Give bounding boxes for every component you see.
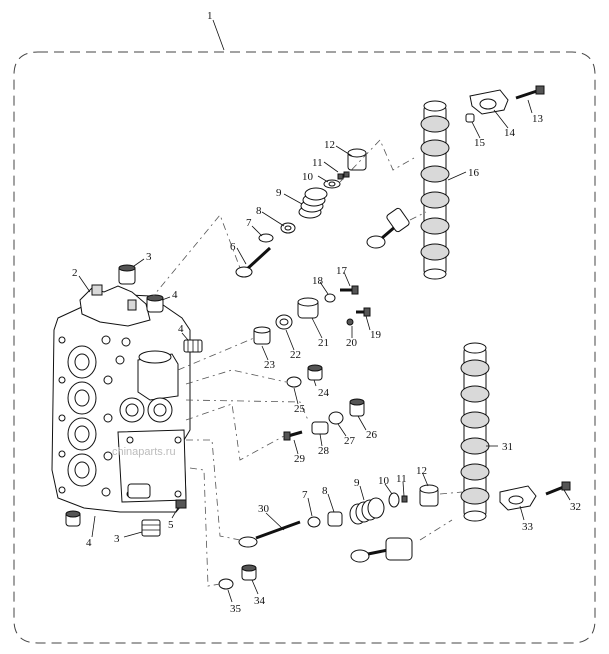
callout-16: 16 xyxy=(468,167,480,179)
washer-18 xyxy=(324,293,336,303)
callout-11: 11 xyxy=(396,473,407,485)
callout-3: 3 xyxy=(146,251,152,263)
bearing-cap-33 xyxy=(499,485,537,511)
bolt-32 xyxy=(545,481,571,496)
callout-29: 29 xyxy=(294,453,306,465)
spring-9-upper xyxy=(298,187,328,219)
callout-5: 5 xyxy=(168,519,174,531)
tappet-12-upper xyxy=(347,148,367,171)
callout-28: 28 xyxy=(318,445,330,457)
plug-3-lower xyxy=(141,519,161,537)
callout-24: 24 xyxy=(318,387,330,399)
bearing-cap-14 xyxy=(469,89,509,115)
callout-3: 3 xyxy=(114,533,120,545)
collet-11-upper xyxy=(337,171,350,180)
oring-22 xyxy=(275,314,293,330)
plug-cap-4-upper xyxy=(146,294,164,313)
callout-21: 21 xyxy=(318,337,329,349)
callout-14: 14 xyxy=(504,127,516,139)
callout-26: 26 xyxy=(366,429,378,441)
retainer-10-lower xyxy=(388,492,400,508)
callout-labels: 2 3 4 4 4 3 5 6 7 8 9 10 11 12 13 14 15 … xyxy=(72,113,581,615)
combustion-ports xyxy=(67,345,97,487)
callout-6: 6 xyxy=(230,241,236,253)
callout-18: 18 xyxy=(312,275,324,287)
callout-4: 4 xyxy=(172,289,178,301)
callout-11: 11 xyxy=(312,157,323,169)
callout-35: 35 xyxy=(230,603,242,615)
washer-20 xyxy=(346,318,354,326)
plug-26 xyxy=(349,398,365,417)
valve-assembly-lower xyxy=(350,537,413,563)
valve-30-lower xyxy=(238,520,301,548)
leader-lines xyxy=(78,99,571,603)
callout-34: 34 xyxy=(254,595,266,607)
assembly-boundary xyxy=(13,51,596,644)
callout-10: 10 xyxy=(302,171,314,183)
callout-30: 30 xyxy=(258,503,270,515)
spring-9-lower xyxy=(349,497,385,525)
callout-20: 20 xyxy=(346,337,358,349)
callout-19: 19 xyxy=(370,329,382,341)
plug-24 xyxy=(307,364,323,381)
bolt-29 xyxy=(283,430,303,441)
fitting-23 xyxy=(253,326,271,345)
sleeve-28 xyxy=(311,421,329,435)
callout-23: 23 xyxy=(264,359,276,371)
camshaft-16 xyxy=(420,100,450,280)
callout-22: 22 xyxy=(290,349,301,361)
bolt-19 xyxy=(356,307,371,317)
washer-35 xyxy=(218,578,234,590)
callout-12: 12 xyxy=(416,465,427,477)
callout-assembly: 1 xyxy=(207,10,213,22)
callout-4: 4 xyxy=(86,537,92,549)
washer-25 xyxy=(286,376,302,388)
callout-32: 32 xyxy=(570,501,581,513)
callout-9: 9 xyxy=(354,477,360,489)
cylinder-head xyxy=(51,284,191,513)
callout-8: 8 xyxy=(322,485,328,497)
callout-33: 33 xyxy=(522,521,534,533)
callout-13: 13 xyxy=(532,113,544,125)
callout-15: 15 xyxy=(474,137,486,149)
solenoid-21 xyxy=(297,297,319,319)
callout-9: 9 xyxy=(276,187,282,199)
callout-10: 10 xyxy=(378,475,390,487)
callout-31: 31 xyxy=(502,441,513,453)
camshaft-31 xyxy=(460,342,490,522)
seat-8-lower xyxy=(327,511,343,527)
seal-7-lower xyxy=(307,516,321,528)
bolt-5 xyxy=(175,499,187,509)
callout-27: 27 xyxy=(344,435,356,447)
valve-6-upper xyxy=(235,246,272,278)
callout-4: 4 xyxy=(178,323,184,335)
seat-8-upper xyxy=(280,222,296,234)
plug-4-threaded xyxy=(183,339,203,353)
assembly-lines xyxy=(149,139,463,587)
plug-cap-3-upper xyxy=(118,264,136,285)
seal-7-upper xyxy=(258,233,274,243)
callout-12: 12 xyxy=(324,139,335,151)
callout-8: 8 xyxy=(256,205,262,217)
callout-2: 2 xyxy=(72,267,78,279)
watermark: chinaparts.ru xyxy=(112,446,176,458)
dowel-15 xyxy=(465,113,475,123)
plug-34 xyxy=(241,564,257,581)
plug-4-lower xyxy=(65,510,81,527)
bolt-17 xyxy=(340,285,359,295)
callout-7: 7 xyxy=(302,489,308,501)
collet-11-lower xyxy=(401,495,408,503)
callout-25: 25 xyxy=(294,403,306,415)
callout-7: 7 xyxy=(246,217,252,229)
tappet-12-lower xyxy=(419,484,439,507)
callout-17: 17 xyxy=(336,265,348,277)
valve-assembly-upper xyxy=(366,207,410,249)
bolt-13 xyxy=(515,85,545,100)
oring-27 xyxy=(328,411,344,425)
